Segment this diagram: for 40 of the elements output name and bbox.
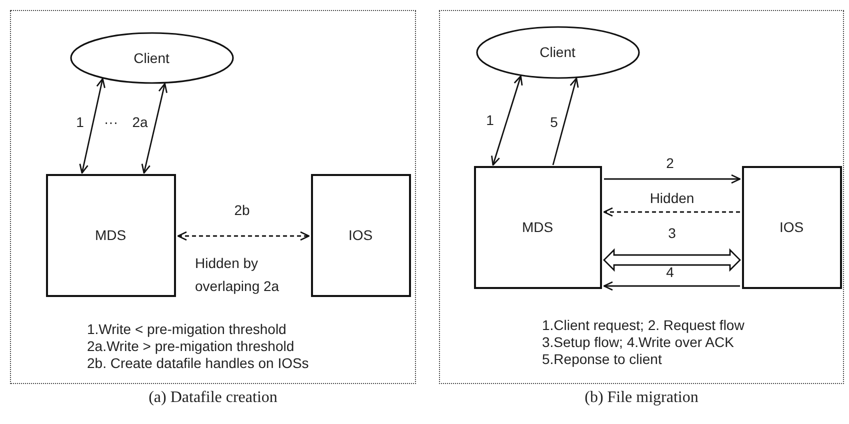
- node-label: Client: [132, 50, 170, 66]
- legend-note: 1.Client request; 2. Request flow: [542, 317, 744, 334]
- client-ellipse: [70, 32, 234, 84]
- arrow: [141, 82, 168, 174]
- edge-label: 1: [76, 114, 84, 130]
- node-label: MDS: [94, 227, 128, 243]
- arrow: [604, 174, 741, 184]
- server-box: [46, 174, 176, 296]
- arrow: [177, 231, 310, 241]
- node-label: IOS: [347, 227, 374, 243]
- arrow: [79, 78, 106, 174]
- node-label: MDS: [520, 219, 554, 235]
- edge-label: 5: [550, 114, 558, 130]
- legend-note: 5.Reponse to client: [542, 351, 662, 368]
- server-box: [742, 166, 842, 288]
- note-text: Hidden by overlaping 2a: [195, 254, 280, 296]
- legend-note: 1.Write < pre-migation threshold: [87, 321, 286, 338]
- arrow: [603, 207, 740, 217]
- ellipsis: ···: [104, 114, 118, 131]
- double-arrow: [603, 248, 741, 272]
- edge-label: 2: [666, 155, 674, 171]
- legend-note: 2b. Create datafile handles on IOSs: [87, 355, 309, 372]
- arrow: [552, 78, 579, 166]
- edge-label: 3: [668, 225, 676, 241]
- arrow: [603, 281, 740, 291]
- edge-label: 2a: [132, 114, 148, 130]
- edge-label: 1: [486, 112, 494, 128]
- figure-caption: (a) Datafile creation: [148, 389, 278, 407]
- node-label: IOS: [778, 219, 805, 235]
- client-ellipse: [476, 26, 640, 78]
- edge-label: 2b: [234, 202, 250, 218]
- server-box: [474, 166, 602, 288]
- arrow: [491, 75, 523, 166]
- legend-note: 3.Setup flow; 4.Write over ACK: [542, 334, 734, 351]
- edge-label: Hidden: [650, 190, 694, 206]
- figure-caption: (b) File migration: [584, 389, 700, 407]
- server-box: [310, 174, 410, 296]
- legend-note: 2a.Write > pre-migation threshold: [87, 338, 294, 355]
- edge-label: 4: [666, 264, 674, 280]
- node-label: Client: [538, 44, 576, 60]
